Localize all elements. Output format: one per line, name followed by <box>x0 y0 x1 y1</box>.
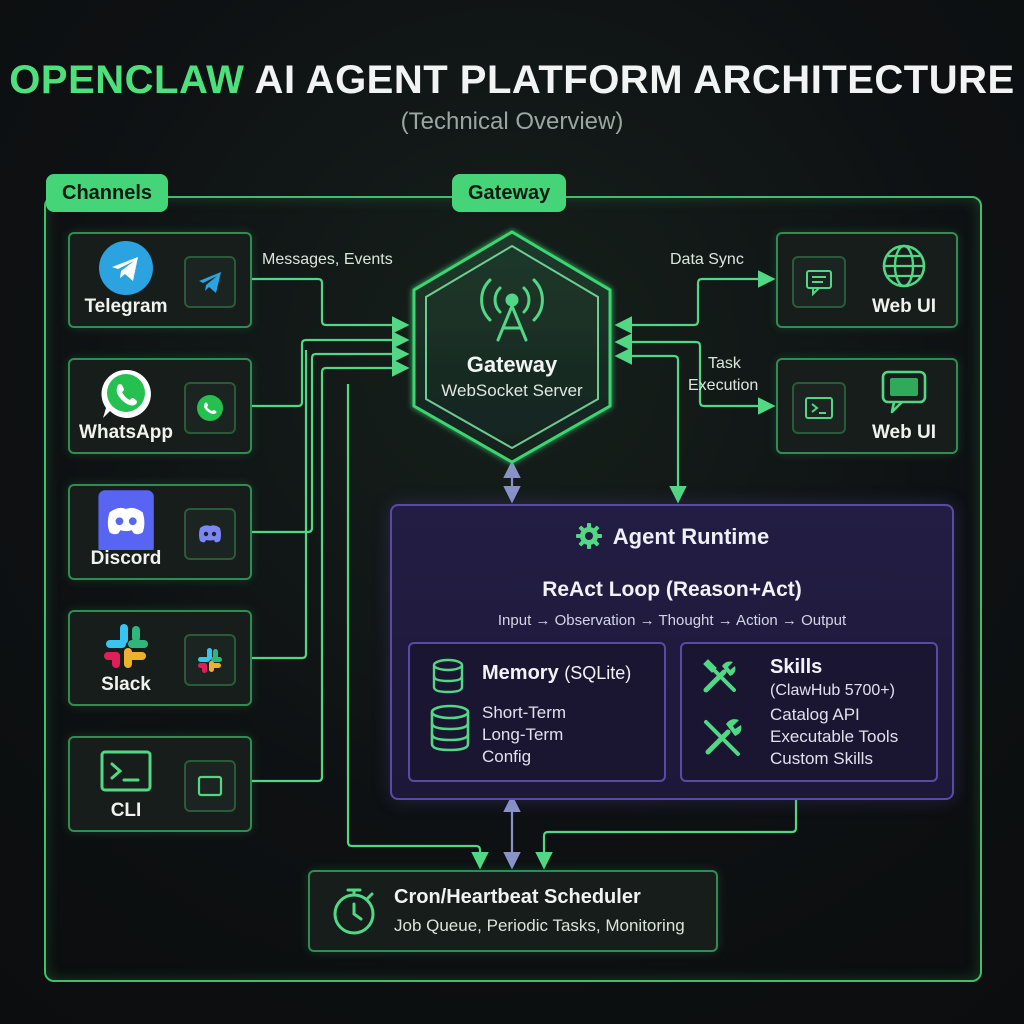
skills-subtitle: (ClawHub 5700+) <box>770 682 895 699</box>
list-item: Custom Skills <box>770 749 873 768</box>
list-item: Long-Term <box>482 725 564 744</box>
memory-panel: Memory (SQLite) Short-Term Long-Term Con… <box>408 642 666 782</box>
edge-label-data-sync: Data Sync <box>670 251 744 268</box>
agent-runtime-title: Agent Runtime <box>392 522 952 550</box>
wrench-icon <box>704 719 742 756</box>
wire-left-scheduler <box>346 384 489 870</box>
terminal-icon <box>100 750 152 792</box>
channel-cli[interactable]: CLI <box>68 736 252 832</box>
tools-icon <box>703 659 736 693</box>
channel-slack[interactable]: Slack <box>68 610 252 706</box>
window-mini-icon <box>184 760 236 812</box>
wire-whatsapp <box>248 331 410 408</box>
wire-gateway-webui-1 <box>614 270 776 334</box>
page-title: OPENCLAW AI AGENT PLATFORM ARCHITECTURE <box>9 58 1015 102</box>
channel-label: CLI <box>110 800 142 821</box>
scheduler-box[interactable]: Cron/Heartbeat Scheduler Job Queue, Peri… <box>308 870 718 952</box>
message-icon <box>792 256 846 308</box>
whatsapp-icon <box>101 369 151 418</box>
whatsapp-mini-icon <box>184 382 236 434</box>
react-loop-title: ReAct Loop (Reason+Act) <box>542 578 802 601</box>
wire-cli <box>248 359 410 783</box>
scheduler-title: Cron/Heartbeat Scheduler <box>394 886 641 908</box>
channel-label: Telegram <box>84 296 168 317</box>
skills-title: Skills <box>770 656 823 678</box>
react-loop-flow: Input → Observation → Thought → Action →… <box>497 612 847 629</box>
chat-bubble-icon <box>881 370 927 414</box>
memory-title: Memory (SQLite) <box>482 662 632 684</box>
wire-runtime-scheduler <box>535 796 798 870</box>
gateway-hexagon <box>412 230 612 464</box>
globe-icon <box>882 244 926 288</box>
edge-label-messages: Messages, Events <box>262 251 393 268</box>
web-ui-2[interactable]: Web UI <box>776 358 958 454</box>
gear-icon <box>575 523 602 549</box>
edge-label-execution: Execution <box>688 377 759 394</box>
telegram-mini-icon <box>184 256 236 308</box>
channel-label: Discord <box>90 548 162 569</box>
wire-gateway-runtime <box>614 347 687 504</box>
channel-telegram[interactable]: Telegram <box>68 232 252 328</box>
web-ui-label: Web UI <box>871 422 936 443</box>
telegram-icon <box>99 241 153 295</box>
list-item: Executable Tools <box>770 727 899 746</box>
stopwatch-icon <box>333 888 375 935</box>
gateway-tag: Gateway <box>452 174 567 212</box>
terminal-icon <box>792 382 846 434</box>
channel-whatsapp[interactable]: WhatsApp <box>68 358 252 454</box>
slack-mini-icon <box>184 634 236 686</box>
database-icon <box>430 704 470 752</box>
gateway-subtitle: WebSocket Server <box>441 381 583 400</box>
page-subtitle: (Technical Overview) <box>400 108 624 135</box>
gateway-title: Gateway <box>466 352 558 377</box>
discord-icon <box>98 490 154 550</box>
skills-panel: Skills (ClawHub 5700+) Catalog API Execu… <box>680 642 938 782</box>
scheduler-desc: Job Queue, Periodic Tasks, Monitoring <box>394 916 685 935</box>
memory-items: Short-Term Long-Term Config <box>482 702 566 768</box>
antenna-icon <box>480 278 544 342</box>
wire-discord <box>248 345 410 534</box>
database-icon <box>432 658 464 694</box>
wire-slack <box>248 350 308 660</box>
discord-mini-icon <box>184 508 236 560</box>
web-ui-label: Web UI <box>871 296 936 317</box>
skills-items: Catalog API Executable Tools Custom Skil… <box>770 704 898 770</box>
channel-label: Slack <box>101 674 151 695</box>
list-item: Catalog API <box>770 705 860 724</box>
channel-discord[interactable]: Discord <box>68 484 252 580</box>
wire-gateway-webui-2 <box>614 333 776 415</box>
wire-telegram <box>248 277 410 334</box>
channel-label: WhatsApp <box>79 422 173 443</box>
web-ui-1[interactable]: Web UI <box>776 232 958 328</box>
slack-icon <box>104 624 148 668</box>
channels-tag: Channels <box>46 174 169 212</box>
agent-runtime-panel: Agent Runtime ReAct Loop (Reason+Act) In… <box>390 504 954 800</box>
list-item: Config <box>482 747 532 766</box>
list-item: Short-Term <box>482 703 567 722</box>
edge-label-task: Task <box>708 355 741 372</box>
